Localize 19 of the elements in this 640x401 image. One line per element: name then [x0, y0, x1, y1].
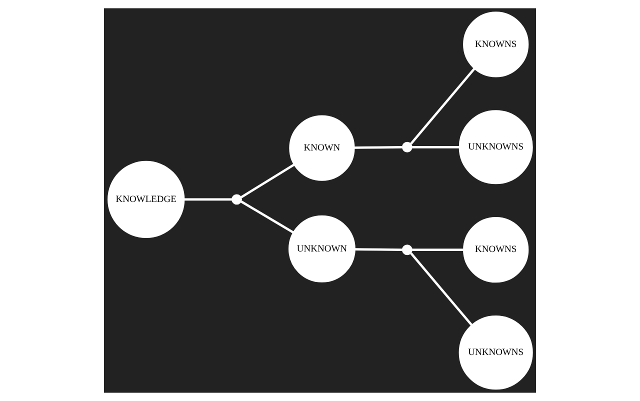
- node-circle: UNKNOWN: [288, 215, 356, 282]
- connector: [412, 248, 464, 252]
- connector: [240, 200, 294, 234]
- node-circle: KNOWN: [289, 115, 355, 181]
- connector: [184, 198, 232, 201]
- node-circle: [402, 142, 412, 152]
- connector: [412, 146, 460, 148]
- connector: [410, 252, 473, 326]
- node-circle: [232, 194, 242, 205]
- connector: [354, 248, 402, 251]
- node-circle: KNOWLEDGE: [108, 160, 185, 238]
- node-circle: UNKNOWNS: [458, 316, 533, 390]
- node-circle: KNOWNS: [463, 217, 529, 283]
- node-circle: [402, 244, 412, 256]
- node-circle: KNOWNS: [463, 12, 529, 78]
- connector: [354, 146, 402, 149]
- connector: [240, 164, 295, 198]
- connector: [410, 68, 476, 144]
- node-circle: UNKNOWNS: [458, 110, 533, 184]
